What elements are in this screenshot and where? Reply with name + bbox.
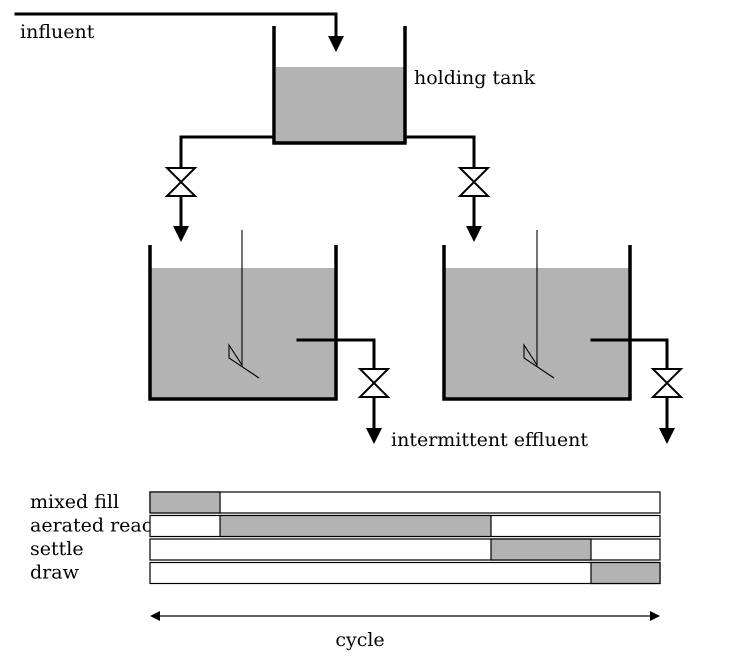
phase-label-aerated-react: aerated react — [30, 515, 160, 537]
left-effluent-arrow-icon — [366, 428, 382, 444]
phase-label-draw: draw — [30, 562, 80, 584]
left-reactor-tank — [148, 230, 338, 401]
phase-bar-draw — [590, 561, 661, 585]
phase-label-mixed-fill: mixed fill — [30, 491, 119, 513]
phase-row-mixed-fill — [149, 491, 661, 514]
right-mixer-icon — [523, 230, 555, 379]
influent-pipe — [14, 12, 344, 52]
right-effluent-pipe — [590, 338, 675, 444]
holding-tank-liquid — [276, 67, 404, 143]
left-transfer-pipe — [173, 135, 276, 242]
holding-tank — [272, 26, 407, 145]
right-transfer-pipe — [403, 135, 482, 242]
influent-label: influent — [20, 21, 95, 43]
phase-bar-aerated-react — [219, 514, 492, 538]
right-effluent-arrow-icon — [659, 428, 675, 444]
phase-bar-settle — [490, 538, 592, 561]
cycle-span-arrow-icon — [150, 611, 660, 621]
holding-tank-label: holding tank — [414, 67, 536, 89]
phase-label-settle: settle — [30, 538, 84, 560]
left-transfer-arrow-icon — [173, 226, 189, 242]
left-reactor-liquid — [151, 268, 335, 399]
left-mixer-icon — [228, 230, 260, 379]
left-effluent-pipe — [296, 338, 382, 444]
right-reactor-tank — [442, 230, 632, 401]
phase-row-draw — [149, 561, 661, 585]
cycle-label: cycle — [335, 629, 384, 651]
phase-bar-mixed-fill — [149, 491, 221, 514]
intermittent-effluent-label: intermittent effluent — [391, 429, 588, 451]
right-transfer-arrow-icon — [466, 226, 482, 242]
influent-arrow-icon — [328, 36, 344, 52]
left-transfer-valve-icon — [164, 167, 198, 197]
right-transfer-valve-icon — [457, 167, 491, 197]
left-effluent-valve-icon — [357, 368, 391, 398]
right-effluent-valve-icon — [650, 368, 684, 398]
